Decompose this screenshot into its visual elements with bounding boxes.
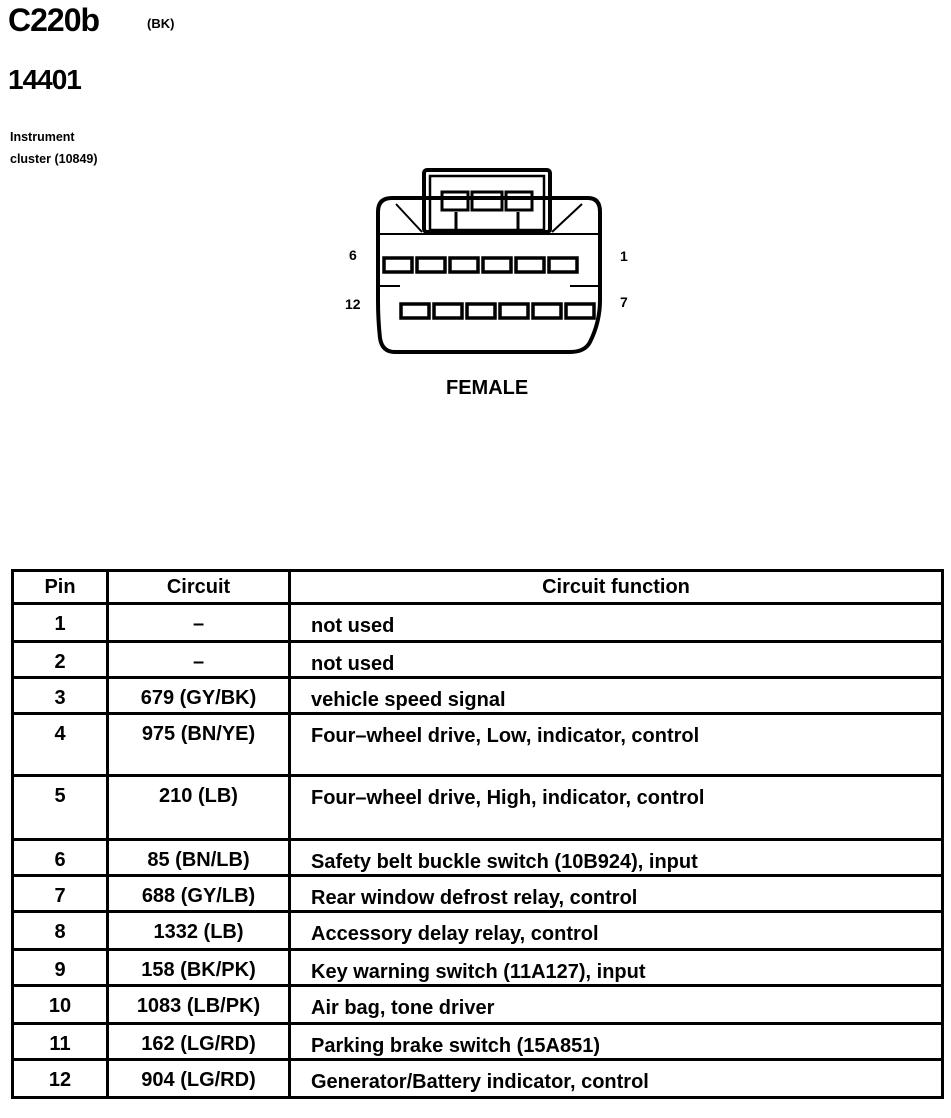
circuit-cell: 904 (LG/RD) (106, 1058, 291, 1099)
function-cell: vehicle speed signal (288, 676, 944, 715)
pin-label-bottom-right: 7 (620, 294, 628, 310)
cavity-row-top (382, 256, 579, 274)
function-cell: Air bag, tone driver (288, 984, 944, 1025)
pin-label-bottom-left: 12 (345, 296, 361, 312)
function-cell: not used (288, 640, 944, 679)
component-line-1: Instrument (10, 130, 75, 144)
connector-color-code: (BK) (147, 16, 175, 31)
function-cell: Parking brake switch (15A851) (288, 1022, 944, 1061)
function-cell: Rear window defrost relay, control (288, 874, 944, 913)
function-cell: Generator/Battery indicator, control (288, 1058, 944, 1099)
connector-housing (376, 196, 602, 354)
circuit-cell: 210 (LB) (106, 774, 291, 841)
function-cell: not used (288, 602, 944, 643)
function-cell: Four–wheel drive, Low, indicator, contro… (288, 712, 944, 777)
pin-cell: 10 (11, 984, 109, 1025)
function-cell: Four–wheel drive, High, indicator, contr… (288, 774, 944, 841)
circuit-cell: – (106, 602, 291, 643)
pin-cell: 4 (11, 712, 109, 777)
table-header-row: Pin Circuit Circuit function (11, 569, 944, 605)
header-circuit-function: Circuit function (288, 569, 944, 605)
cavity-row-bottom (399, 302, 596, 320)
connector-id: C220b (8, 2, 100, 38)
circuit-cell: 158 (BK/PK) (106, 948, 291, 987)
circuit-cell: 688 (GY/LB) (106, 874, 291, 913)
pin-cell: 11 (11, 1022, 109, 1061)
pin-cell: 8 (11, 910, 109, 951)
header-circuit: Circuit (106, 569, 291, 605)
component-line-2: cluster (10849) (10, 152, 98, 166)
table-row: 2–not used (11, 640, 944, 679)
pin-cell: 9 (11, 948, 109, 987)
circuit-cell: – (106, 640, 291, 679)
circuit-cell: 162 (LG/RD) (106, 1022, 291, 1061)
pin-cell: 7 (11, 874, 109, 913)
function-cell: Safety belt buckle switch (10B924), inpu… (288, 838, 944, 877)
circuit-cell: 679 (GY/BK) (106, 676, 291, 715)
pin-cell: 3 (11, 676, 109, 715)
pin-cell: 12 (11, 1058, 109, 1099)
pin-cell: 5 (11, 774, 109, 841)
connector-face-diagram: 6 1 12 7 (345, 168, 628, 354)
circuit-cell: 1332 (LB) (106, 910, 291, 951)
circuit-cell: 85 (BN/LB) (106, 838, 291, 877)
pin-cell: 6 (11, 838, 109, 877)
function-cell: Accessory delay relay, control (288, 910, 944, 951)
circuit-cell: 1083 (LB/PK) (106, 984, 291, 1025)
pin-cell: 2 (11, 640, 109, 679)
header-pin: Pin (11, 569, 109, 605)
circuit-cell: 975 (BN/YE) (106, 712, 291, 777)
function-cell: Key warning switch (11A127), input (288, 948, 944, 987)
table-row: 1–not used (11, 602, 944, 643)
part-number: 14401 (8, 64, 82, 95)
component-description: Instrument cluster (10849) (10, 126, 98, 170)
pin-cell: 1 (11, 602, 109, 643)
connector-gender-label: FEMALE (446, 377, 529, 399)
locking-tab (422, 168, 552, 234)
pin-label-top-left: 6 (349, 247, 357, 263)
pin-label-top-right: 1 (620, 248, 628, 264)
